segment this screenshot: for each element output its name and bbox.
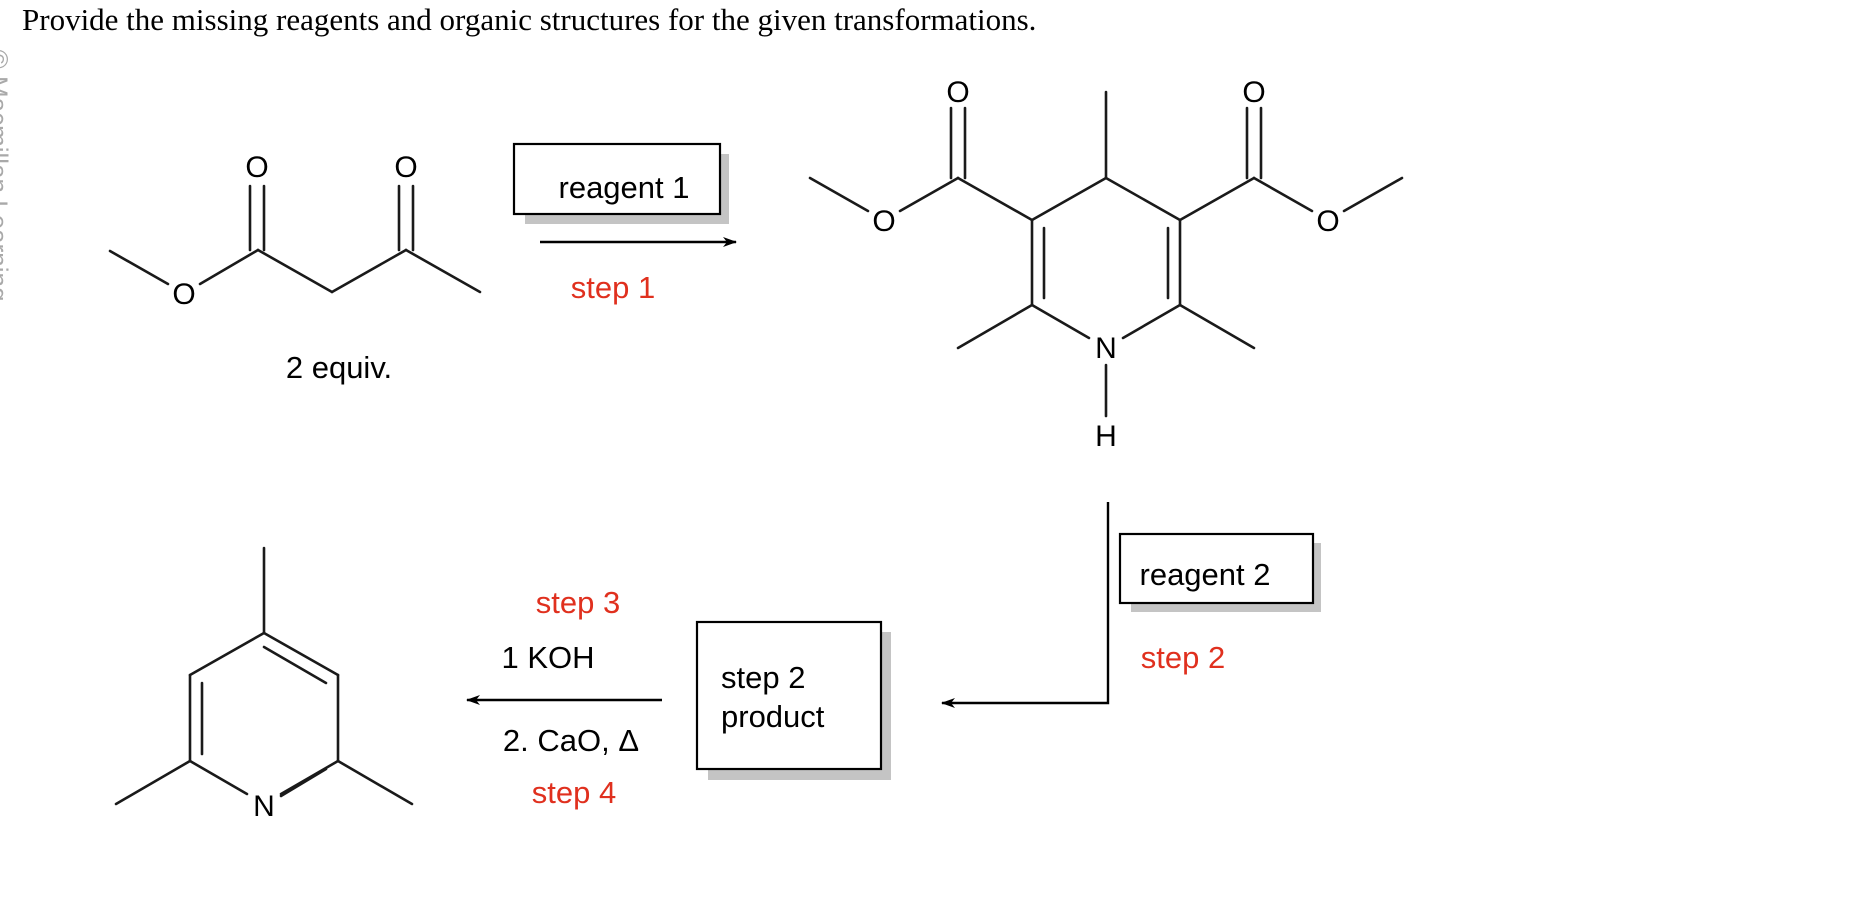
left-ester-oxygen-atom: O [872,205,895,238]
reagent-1-label: reagent 1 [559,170,690,205]
ester-oxygen-atom: O [172,278,195,311]
question-prompt: Provide the missing reagents and organic… [22,2,1037,37]
nitrogen-hydrogen-atom: H [1095,420,1117,453]
reagent-1-box[interactable] [512,142,722,216]
ester-carbonyl-oxygen-atom: O [245,151,268,184]
step-3-label: step 3 [536,585,620,620]
reagent-2-label: reagent 2 [1140,557,1271,592]
step-2-product-line-1: step 2 [721,660,805,695]
final-product-structure: N [114,546,414,823]
equiv-label: 2 equiv. [286,350,392,385]
right-ester-oxygen-atom: O [1316,205,1339,238]
step-1-label: step 1 [571,270,655,305]
step-2-label: step 2 [1141,640,1225,675]
step-2-product-box[interactable] [695,620,883,771]
step-3-reagent: 1 KOH [501,640,594,675]
ring-nitrogen-atom: N [1095,332,1117,365]
right-carbonyl-oxygen-atom: O [1242,76,1265,109]
ketone-oxygen-atom: O [394,151,417,184]
step-2-product-line-2: product [721,699,825,734]
left-carbonyl-oxygen-atom: O [946,76,969,109]
starting-material-structure: O O O [108,151,482,311]
reagent-2-box[interactable] [1118,532,1315,605]
step-2-arrow [941,502,1110,708]
pyridine-nitrogen-atom: N [253,790,275,823]
step-4-reagent: 2. CaO, Δ [503,723,639,758]
dihydropyridine-structure: O O O O N H [808,76,1404,453]
step-4-label: step 4 [532,775,616,810]
